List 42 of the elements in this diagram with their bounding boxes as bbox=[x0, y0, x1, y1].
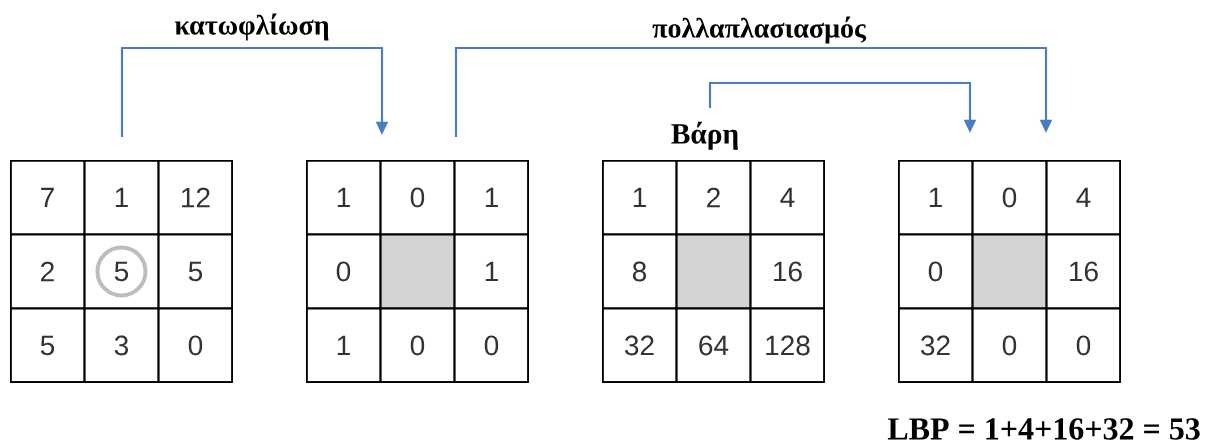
table-cell: 16 bbox=[1046, 234, 1121, 309]
table-cell: 7 bbox=[10, 160, 85, 235]
table-cell: 4 bbox=[1046, 160, 1121, 235]
arrow bbox=[120, 46, 389, 137]
table-cell: 0 bbox=[1046, 308, 1121, 383]
table-cell: 1 bbox=[454, 234, 529, 309]
table-cell: 16 bbox=[750, 234, 825, 309]
edge-label: κατωφλίωση bbox=[174, 13, 329, 41]
table-cell: 0 bbox=[380, 160, 455, 235]
table-cell: 1 bbox=[306, 308, 381, 383]
table-cell: 0 bbox=[306, 234, 381, 309]
table-cell: 0 bbox=[972, 160, 1047, 235]
formula-text: LBP = 1+4+16+32 = 53 bbox=[887, 418, 1200, 440]
table-cell: 3 bbox=[84, 308, 159, 383]
table-cell: 1 bbox=[84, 160, 159, 235]
shaded-cell bbox=[380, 234, 455, 309]
table-cell: 12 bbox=[158, 160, 233, 235]
table-cell: 1 bbox=[898, 160, 973, 235]
table-cell: 2 bbox=[676, 160, 751, 235]
table-cell: 0 bbox=[454, 308, 529, 383]
table-cell: 5 bbox=[84, 234, 159, 309]
arrow bbox=[454, 46, 1053, 137]
table-cell: 5 bbox=[10, 308, 85, 383]
table-cell: 1 bbox=[306, 160, 381, 235]
table-cell: 5 bbox=[158, 234, 233, 309]
table-cell: 2 bbox=[10, 234, 85, 309]
table-cell: 32 bbox=[602, 308, 677, 383]
table-cell: 1 bbox=[602, 160, 677, 235]
shaded-cell bbox=[676, 234, 751, 309]
table-cell: 64 bbox=[676, 308, 751, 383]
table-cell: 1 bbox=[454, 160, 529, 235]
edge-label: πολλαπλασιασμός bbox=[652, 16, 867, 44]
table-cell: 0 bbox=[380, 308, 455, 383]
table-cell: 8 bbox=[602, 234, 677, 309]
table-cell: 0 bbox=[898, 234, 973, 309]
table-cell: 0 bbox=[972, 308, 1047, 383]
table-cell: 128 bbox=[750, 308, 825, 383]
heading: Βάρη bbox=[671, 121, 738, 150]
shaded-cell bbox=[972, 234, 1047, 309]
table-cell: 32 bbox=[898, 308, 973, 383]
table-cell: 4 bbox=[750, 160, 825, 235]
table-cell: 0 bbox=[158, 308, 233, 383]
